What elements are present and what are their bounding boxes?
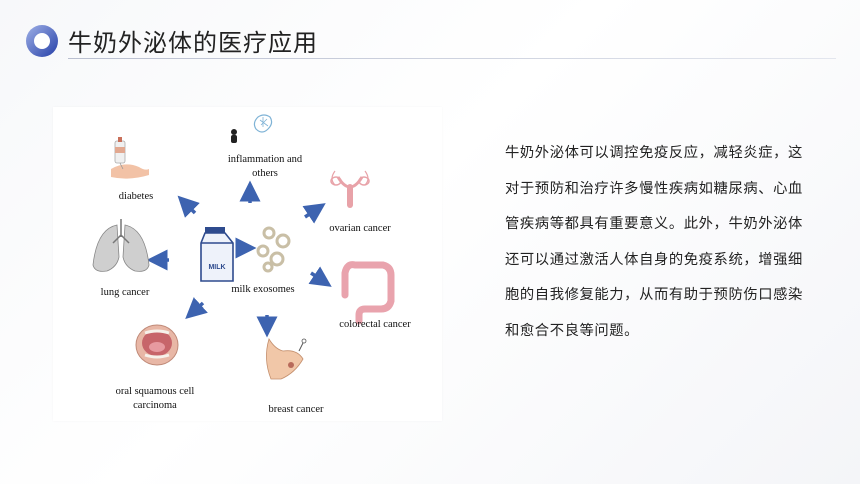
label-diabetes: diabetes — [118, 191, 154, 202]
label-inflammation-line1: inflammation and — [227, 154, 303, 165]
inflammation-icon — [231, 114, 273, 143]
label-ovarian: ovarian cancer — [329, 223, 391, 234]
label-lung: lung cancer — [100, 287, 150, 298]
title-divider — [68, 58, 836, 59]
diabetes-icon — [111, 137, 149, 179]
arrow-to-diabetes — [177, 195, 200, 218]
label-oral-line1: oral squamous cell — [115, 386, 195, 397]
diagram-figure: MILK inflammati — [53, 107, 442, 421]
label-oral-line2: carcinoma — [133, 400, 177, 411]
page-title: 牛奶外泌体的医疗应用 — [68, 29, 318, 57]
arrows — [146, 180, 332, 338]
arrow-to-oral — [185, 297, 208, 320]
arrow-to-ovarian — [302, 203, 326, 224]
label-oral: oral squamous cell carcinoma — [100, 385, 210, 413]
colorectal-icon — [341, 261, 395, 325]
diagram-graphics: MILK — [92, 114, 395, 380]
exosome-icon — [256, 226, 291, 273]
title-ring-icon — [26, 25, 58, 57]
ovarian-icon — [330, 170, 370, 208]
arrow-to-colorectal — [308, 266, 332, 287]
breast-icon — [266, 338, 307, 380]
label-colorectal: colorectal cancer — [339, 319, 411, 330]
description-paragraph: 牛奶外泌体可以调控免疫反应，减轻炎症，这对于预防和治疗许多慢性疾病如糖尿病、心血… — [505, 145, 803, 339]
label-inflammation-line2: others — [252, 168, 278, 179]
milk-carton-icon: MILK — [200, 227, 234, 282]
oral-icon — [135, 324, 179, 366]
label-center: milk exosomes — [231, 284, 295, 295]
label-inflammation: inflammation and others — [213, 153, 317, 181]
lung-icon — [92, 219, 150, 272]
label-breast: breast cancer — [268, 404, 324, 415]
carton-label: MILK — [208, 264, 225, 271]
